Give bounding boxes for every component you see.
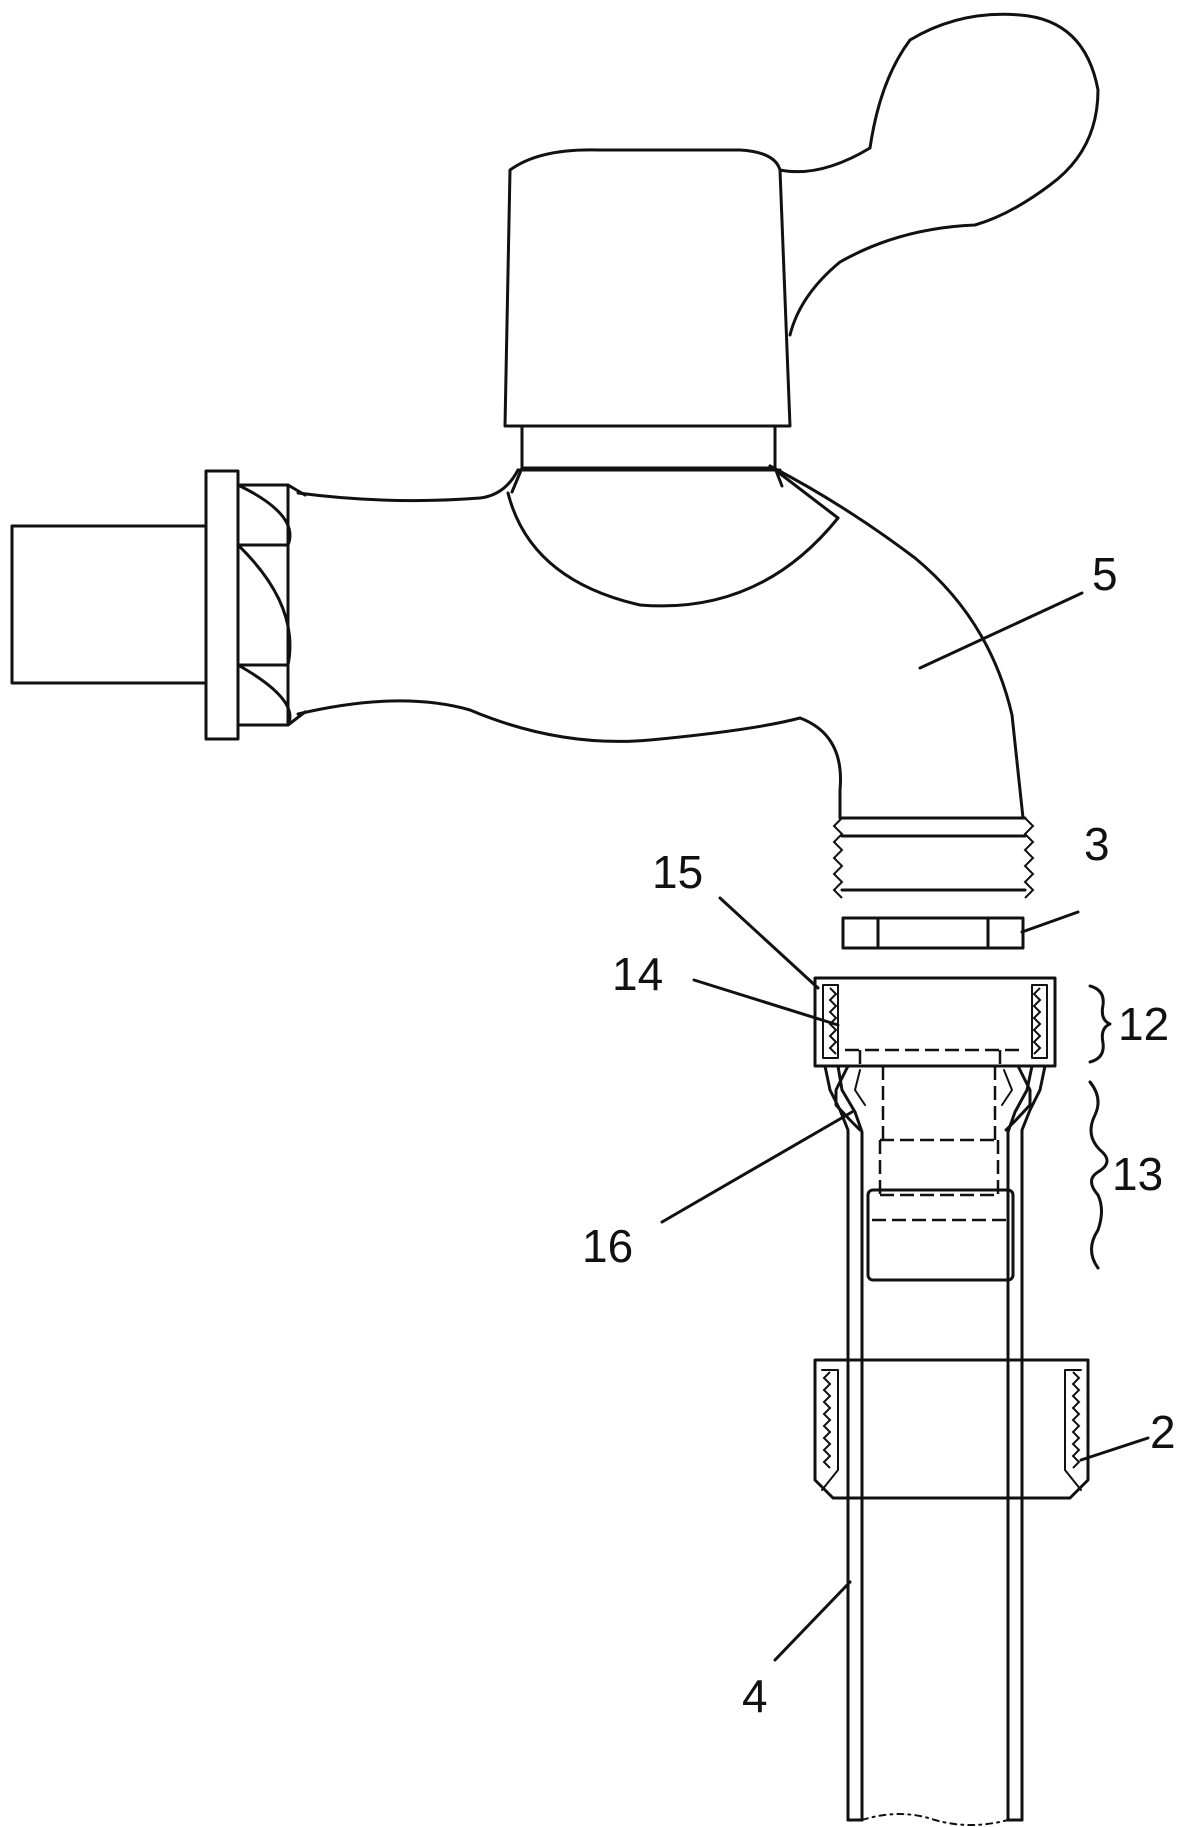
nut [813, 1358, 1090, 1500]
leader-3 [1020, 910, 1080, 934]
handle-cap [503, 148, 792, 428]
coupling [813, 976, 1057, 1282]
leader-14 [692, 978, 840, 1027]
label-14: 14 [612, 948, 663, 1000]
label-13: 13 [1112, 1148, 1163, 1200]
faucet-body [10, 12, 1100, 899]
lever-handle [778, 12, 1100, 337]
body-lower-outline [296, 699, 842, 820]
washer [841, 916, 1025, 950]
coupling-ring [813, 976, 1057, 1068]
label-16: 16 [582, 1220, 633, 1272]
body-upper-outline [296, 468, 520, 503]
label-5: 5 [1092, 548, 1118, 600]
hose [823, 1064, 1047, 1826]
valve-collar [510, 424, 784, 494]
coupling-spigot [866, 1188, 1015, 1282]
spout-thread [832, 816, 1035, 899]
leader-16 [660, 1110, 854, 1224]
body-dome [506, 491, 840, 608]
inlet-pipe [10, 524, 208, 685]
brace-13 [1088, 1080, 1109, 1270]
label-4: 4 [742, 1670, 768, 1722]
leader-4 [773, 1580, 852, 1662]
spout-outer-curve [768, 464, 1025, 820]
brace-12 [1088, 984, 1112, 1064]
label-3: 3 [1084, 818, 1110, 870]
label-12: 12 [1118, 998, 1169, 1050]
leader-5 [918, 591, 1084, 670]
leader-2 [1079, 1436, 1150, 1462]
flange [204, 469, 240, 741]
label-2: 2 [1150, 1406, 1176, 1458]
leader-15 [718, 896, 820, 990]
hex-nut [236, 483, 307, 727]
barb-right [1004, 1064, 1032, 1132]
label-15: 15 [652, 846, 703, 898]
